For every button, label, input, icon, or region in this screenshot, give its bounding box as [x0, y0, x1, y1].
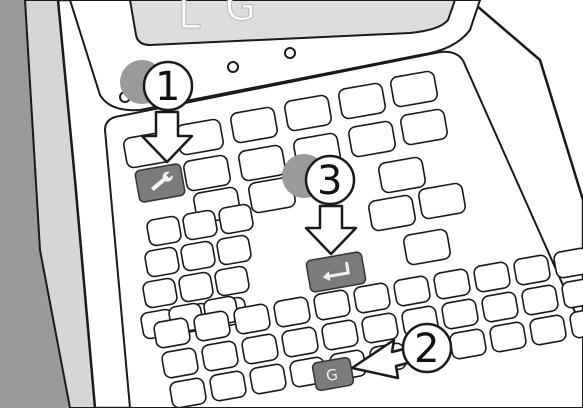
wrench-key[interactable]: [135, 163, 186, 203]
keypad-key[interactable]: [521, 284, 559, 316]
keypad-key[interactable]: [180, 240, 216, 271]
keypad-key[interactable]: [433, 268, 471, 300]
callout-1-number: 1: [155, 64, 180, 110]
keypad-key[interactable]: [418, 182, 467, 219]
keypad-key[interactable]: [233, 303, 271, 335]
keypad-key[interactable]: [473, 261, 511, 293]
callout-3-number: 3: [317, 158, 342, 204]
keypad-key[interactable]: [230, 106, 279, 143]
keypad-key[interactable]: [338, 82, 387, 119]
keypad-key[interactable]: [144, 246, 180, 277]
keypad-key[interactable]: [241, 333, 279, 365]
keypad-key[interactable]: [238, 144, 287, 181]
callout-2-number: 2: [414, 326, 439, 372]
keypad-key[interactable]: [313, 289, 351, 321]
keypad-key[interactable]: [441, 298, 479, 330]
keypad-key[interactable]: [553, 247, 583, 279]
keypad-key[interactable]: [182, 209, 218, 240]
keypad-key[interactable]: [142, 277, 178, 308]
keypad-key[interactable]: [281, 326, 319, 358]
keypad-key[interactable]: [214, 265, 250, 296]
keypad-key[interactable]: [183, 154, 232, 191]
keypad-key[interactable]: [284, 94, 333, 131]
keypad-key[interactable]: [153, 317, 191, 349]
keypad-key[interactable]: [393, 275, 431, 307]
keypad-key[interactable]: [146, 215, 182, 246]
keypad-key[interactable]: [378, 156, 427, 193]
keypad-key[interactable]: [390, 70, 439, 107]
g-key[interactable]: G: [312, 357, 354, 391]
keypad-key[interactable]: [273, 296, 311, 328]
keypad-key[interactable]: [161, 347, 199, 379]
keypad-key[interactable]: [201, 340, 239, 372]
indicator-led: [285, 48, 295, 58]
keypad-key[interactable]: [353, 282, 391, 314]
keypad-key[interactable]: [218, 203, 254, 234]
keypad-key[interactable]: [249, 363, 287, 395]
keypad-key[interactable]: [481, 291, 519, 323]
keypad-key[interactable]: [169, 377, 207, 408]
keypad-key[interactable]: [513, 254, 551, 286]
keypad-key[interactable]: [216, 234, 252, 265]
screen-glyph: L: [178, 0, 201, 38]
keypad-key[interactable]: [348, 120, 397, 157]
keypad-key[interactable]: [403, 228, 452, 265]
keypad-key[interactable]: [321, 319, 359, 351]
keypad-key[interactable]: [193, 310, 231, 342]
keypad-key[interactable]: [368, 194, 417, 231]
keypad-key[interactable]: [400, 108, 449, 145]
keypad-key[interactable]: [529, 314, 567, 346]
screen-glyph: G: [225, 0, 256, 30]
indicator-led: [228, 62, 238, 72]
keypad-key[interactable]: [489, 321, 527, 353]
keypad-key[interactable]: [209, 370, 247, 402]
keypad-key[interactable]: [178, 271, 214, 302]
keypad-key[interactable]: [449, 328, 487, 360]
